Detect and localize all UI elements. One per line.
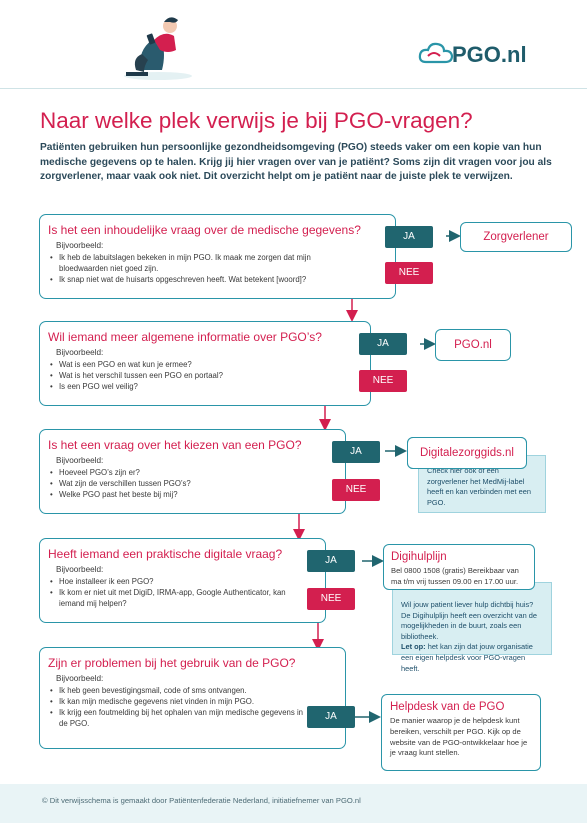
list-item: Ik krijg een foutmelding bij het ophalen… bbox=[50, 707, 310, 729]
list-item: Hoe installeer ik een PGO? bbox=[50, 576, 312, 587]
list-item: Wat zijn de verschillen tussen PGO’s? bbox=[50, 478, 320, 489]
note-text: Check hier ook of een zorgverlener het M… bbox=[427, 466, 531, 507]
example-label: Bijvoorbeeld: bbox=[56, 348, 104, 357]
question-box-4: Heeft iemand een praktische digitale vra… bbox=[39, 538, 326, 623]
list-item: Wat is een PGO en wat kun je ermee? bbox=[50, 359, 340, 370]
yes-button[interactable]: JA bbox=[359, 333, 407, 355]
note-digihulplijn: Wil jouw patient liever hulp dichtbij hu… bbox=[392, 582, 552, 673]
list-item: Hoeveel PGO’s zijn er? bbox=[50, 467, 320, 478]
example-label: Bijvoorbeeld: bbox=[56, 565, 104, 574]
destination-title: Digihulplijn bbox=[391, 551, 447, 563]
list-item: Is een PGO wel veilig? bbox=[50, 381, 340, 392]
list-item: Wat is het verschil tussen een PGO en po… bbox=[50, 370, 340, 381]
question-title: Heeft iemand een praktische digitale vra… bbox=[48, 547, 283, 561]
destination-zorgverlener[interactable]: Zorgverlener bbox=[460, 222, 572, 252]
question-box-5: Zijn er problemen bij het gebruik van de… bbox=[39, 647, 346, 749]
example-list: Hoeveel PGO’s zijn er? Wat zijn de versc… bbox=[50, 467, 320, 500]
list-item: Ik kan mijn medische gegevens niet vinde… bbox=[50, 696, 310, 707]
note-medmij: Check hier ook of een zorgverlener het M… bbox=[418, 455, 546, 513]
footer-text: © Dit verwijsschema is gemaakt door Pati… bbox=[42, 796, 361, 805]
yes-button[interactable]: JA bbox=[332, 441, 380, 463]
example-list: Ik heb geen bevestigingsmail, code of sm… bbox=[50, 685, 310, 729]
question-box-1: Is het een inhoudelijke vraag over de me… bbox=[39, 214, 396, 299]
note-label: Let op: bbox=[401, 642, 426, 652]
yes-button[interactable]: JA bbox=[307, 706, 355, 728]
yes-button[interactable]: JA bbox=[385, 226, 433, 248]
logo-text: PGO.nl bbox=[452, 42, 527, 67]
example-list: Hoe installeer ik een PGO? Ik kom er nie… bbox=[50, 576, 312, 609]
list-item: Ik snap niet wat de huisarts opgeschreve… bbox=[50, 274, 350, 285]
destination-pgo-nl[interactable]: PGO.nl bbox=[435, 329, 511, 361]
no-button[interactable]: NEE bbox=[307, 588, 355, 610]
example-label: Bijvoorbeeld: bbox=[56, 674, 104, 683]
question-box-3: Is het een vraag over het kiezen van een… bbox=[39, 429, 346, 514]
intro-text: Patiënten gebruiken hun persoonlijke gez… bbox=[40, 142, 552, 183]
destination-title: Helpdesk van de PGO bbox=[390, 701, 505, 713]
list-item: Welke PGO past het beste bij mij? bbox=[50, 489, 320, 500]
cloud-logo-icon bbox=[418, 42, 454, 64]
divider bbox=[0, 88, 587, 89]
example-label: Bijvoorbeeld: bbox=[56, 241, 104, 250]
example-label: Bijvoorbeeld: bbox=[56, 456, 104, 465]
header: PGO.nl bbox=[0, 0, 587, 88]
destination-desc: De manier waarop je de helpdesk kunt ber… bbox=[390, 716, 528, 758]
no-button[interactable]: NEE bbox=[359, 370, 407, 392]
note-text-2: het kan zijn dat jouw organisatie een ei… bbox=[401, 642, 533, 673]
example-list: Wat is een PGO en wat kun je ermee? Wat … bbox=[50, 359, 340, 392]
question-title: Wil iemand meer algemene informatie over… bbox=[48, 330, 322, 344]
list-item: Ik kom er niet uit met DigiD, IRMA-app, … bbox=[50, 587, 312, 609]
destination-digitalezorggids-label[interactable]: Digitalezorggids.nl bbox=[407, 437, 527, 469]
destination-helpdesk[interactable]: Helpdesk van de PGO De manier waarop je … bbox=[381, 694, 541, 771]
list-item: Ik heb geen bevestigingsmail, code of sm… bbox=[50, 685, 310, 696]
page-title: Naar welke plek verwijs je bij PGO-vrage… bbox=[40, 108, 473, 133]
no-button[interactable]: NEE bbox=[385, 262, 433, 284]
person-with-phone-illustration bbox=[124, 17, 192, 80]
question-title: Zijn er problemen bij het gebruik van de… bbox=[48, 656, 296, 670]
footer bbox=[0, 784, 587, 823]
question-title: Is het een vraag over het kiezen van een… bbox=[48, 438, 302, 452]
no-button[interactable]: NEE bbox=[332, 479, 380, 501]
question-box-2: Wil iemand meer algemene informatie over… bbox=[39, 321, 371, 406]
note-text: Wil jouw patient liever hulp dichtbij hu… bbox=[401, 600, 537, 641]
example-list: Ik heb de labuitslagen bekeken in mijn P… bbox=[50, 252, 350, 285]
destination-digihulplijn[interactable]: Digihulplijn Bel 0800 1508 (gratis) Bere… bbox=[383, 544, 535, 590]
list-item: Ik heb de labuitslagen bekeken in mijn P… bbox=[50, 252, 350, 274]
question-title: Is het een inhoudelijke vraag over de me… bbox=[48, 223, 361, 237]
destination-desc: Bel 0800 1508 (gratis) Bereikbaar van ma… bbox=[391, 566, 519, 586]
yes-button[interactable]: JA bbox=[307, 550, 355, 572]
